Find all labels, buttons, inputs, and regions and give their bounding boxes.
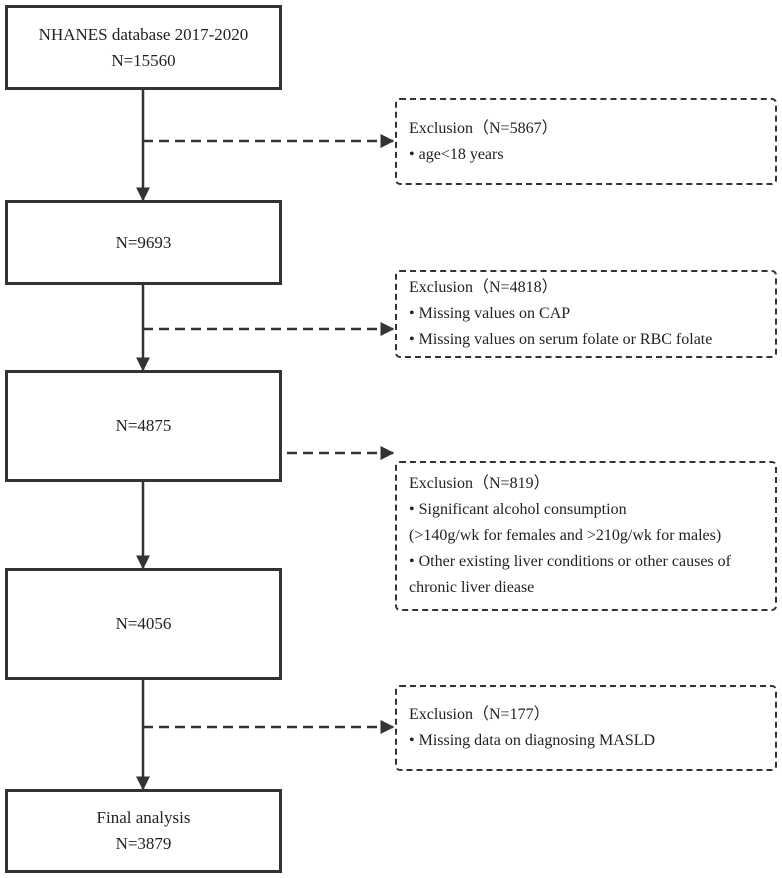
exclusion-criterion: (>140g/wk for females and >210g/wk for m…: [409, 527, 722, 544]
exclusion-criterion: • Significant alcohol consumption: [409, 501, 627, 518]
exclusion-box-alcohol-liver: Exclusion（N=819） • Significant alcohol c…: [395, 461, 777, 611]
main-box-line: N=3879: [115, 834, 172, 853]
main-box-line: NHANES database 2017-2020: [38, 24, 249, 44]
main-box-n4875: N=4875: [5, 370, 282, 482]
exclusion-box-masld: Exclusion（N=177） • Missing data on diagn…: [395, 685, 777, 771]
main-box-line: N=4056: [115, 614, 172, 633]
main-box-n4056: N=4056: [5, 568, 282, 680]
exclusion-criterion: • Other existing liver conditions or oth…: [409, 553, 731, 570]
exclusion-criterion: chronic liver diease: [409, 579, 535, 596]
exclusion-box-missing-values: Exclusion（N=4818） • Missing values on CA…: [395, 270, 777, 358]
main-box-final-analysis: Final analysis N=3879: [5, 789, 282, 873]
exclusion-criterion: • Missing values on serum folate or RBC …: [409, 331, 713, 348]
main-box-line: Final analysis: [96, 808, 191, 827]
exclusion-title: Exclusion（N=177）: [409, 706, 550, 723]
main-box-line: N=15560: [111, 50, 176, 70]
exclusion-criterion: • Missing data on diagnosing MASLD: [409, 732, 656, 749]
exclusion-box-age: Exclusion（N=5867） • age<18 years: [395, 98, 777, 185]
exclusion-title: Exclusion（N=5867）: [409, 119, 558, 137]
exclusion-title: Exclusion（N=819）: [409, 475, 550, 492]
main-box-line: N=9693: [115, 232, 172, 252]
exclusion-criterion: • Missing values on CAP: [409, 305, 571, 322]
main-box-line: N=4875: [115, 416, 172, 435]
main-box-nhanes-database: NHANES database 2017-2020 N=15560: [5, 5, 282, 90]
exclusion-criterion: • age<18 years: [409, 145, 504, 163]
main-box-n9693: N=9693: [5, 200, 282, 285]
exclusion-title: Exclusion（N=4818）: [409, 279, 558, 296]
